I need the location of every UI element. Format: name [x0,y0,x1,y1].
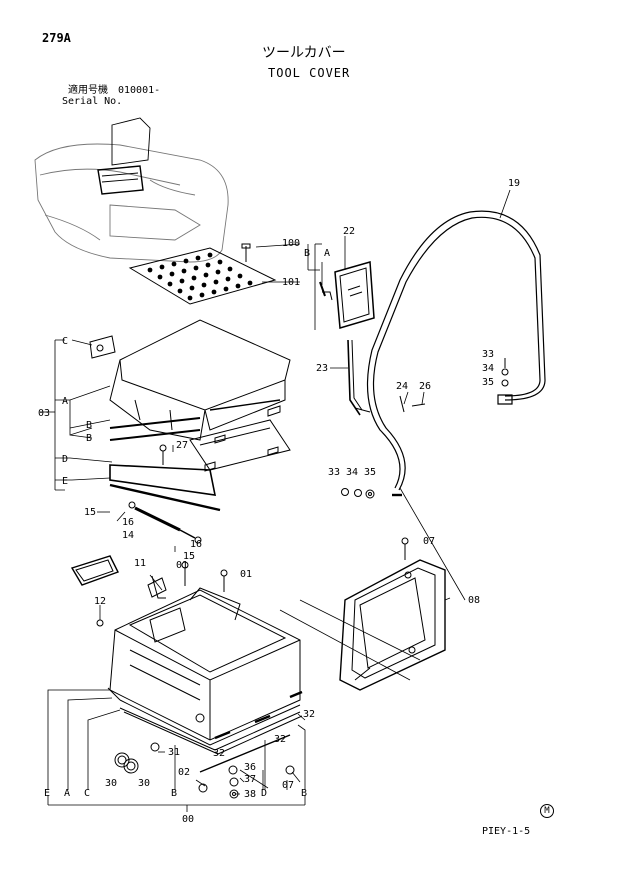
callout-19: 19 [508,178,520,189]
callout-01a: 01 [176,560,188,571]
callout-15a: 15 [84,507,96,518]
serial-label: Serial No. [62,96,123,107]
bottom-rail [119,707,303,773]
callout-33b: 33 [328,467,340,478]
callout-32b: 32 [274,734,286,745]
callout-12: 12 [94,596,106,607]
letter-b-mirror: B [304,248,310,259]
callout-08: 08 [468,595,480,606]
callout-31: 31 [168,747,180,758]
callout-03: 03 [38,408,50,419]
letter-a-left: A [62,396,68,407]
callout-15b: 15 [183,551,195,562]
callout-22: 22 [343,226,355,237]
callout-16a: 16 [122,517,134,528]
callout-35b: 35 [364,467,376,478]
letter-d-left: D [62,454,68,465]
top-lid [89,319,291,441]
mirror-stay [347,339,371,416]
serial-number-value: 010001- [118,85,161,96]
callout-23: 23 [316,363,328,374]
callout-34b: 34 [346,467,358,478]
gas-strut [128,501,202,544]
letter-b-bottom-2: B [301,788,307,799]
hardware-bolts [70,358,509,799]
door-panel [339,559,446,691]
callout-27: 27 [176,440,188,451]
leader-lines [40,189,511,812]
callout-16b: 16 [190,539,202,550]
callout-30a: 30 [105,778,117,789]
callout-01b: 01 [240,569,252,580]
letter-b-1: B [86,420,92,431]
callout-24: 24 [396,381,408,392]
letter-e-bottom: E [44,788,50,799]
callout-32a: 32 [303,709,315,720]
excavator-outline [34,117,229,263]
callout-14: 14 [122,530,134,541]
page-number: 279A [42,31,71,45]
callout-07b: 07 [282,780,294,791]
letter-b-bottom-1: B [171,788,177,799]
perforated-plate [128,243,277,305]
callout-30b: 30 [138,778,150,789]
callout-11: 11 [134,558,146,569]
letter-b-2: B [86,433,92,444]
letter-a-mirror: A [324,248,330,259]
letter-d-bottom: D [261,788,267,799]
letter-c-top: C [62,336,68,347]
callout-26: 26 [419,381,431,392]
page-title-japanese: ツールカバー [262,45,346,61]
callout-34a: 34 [482,363,494,374]
serial-label-japanese: 適用号機 [68,85,108,96]
circled-m-mark: M [540,804,554,818]
callout-32c: 32 [213,748,225,759]
callout-33a: 33 [482,349,494,360]
callout-35a: 35 [482,377,494,388]
document-code: PIEY-1-5 [482,826,531,837]
mirror [319,261,375,329]
callout-37: 37 [244,774,256,785]
callout-100: 100 [282,238,300,249]
tool-box [107,587,301,746]
letter-c-bottom: C [84,788,90,799]
callout-00: 00 [182,814,194,825]
handrail [366,210,546,497]
callout-38: 38 [244,789,256,800]
page-title: TOOL COVER [268,66,351,80]
letter-a-bottom: A [64,788,70,799]
callout-02: 02 [178,767,190,778]
callout-labels: 100 101 19 22 23 24 26 33 34 35 33 34 35… [38,178,520,825]
callout-101: 101 [282,277,300,288]
letter-e-left: E [62,476,68,487]
callout-36: 36 [244,762,256,773]
callout-07a: 07 [423,536,435,547]
seal-strips [109,399,291,512]
